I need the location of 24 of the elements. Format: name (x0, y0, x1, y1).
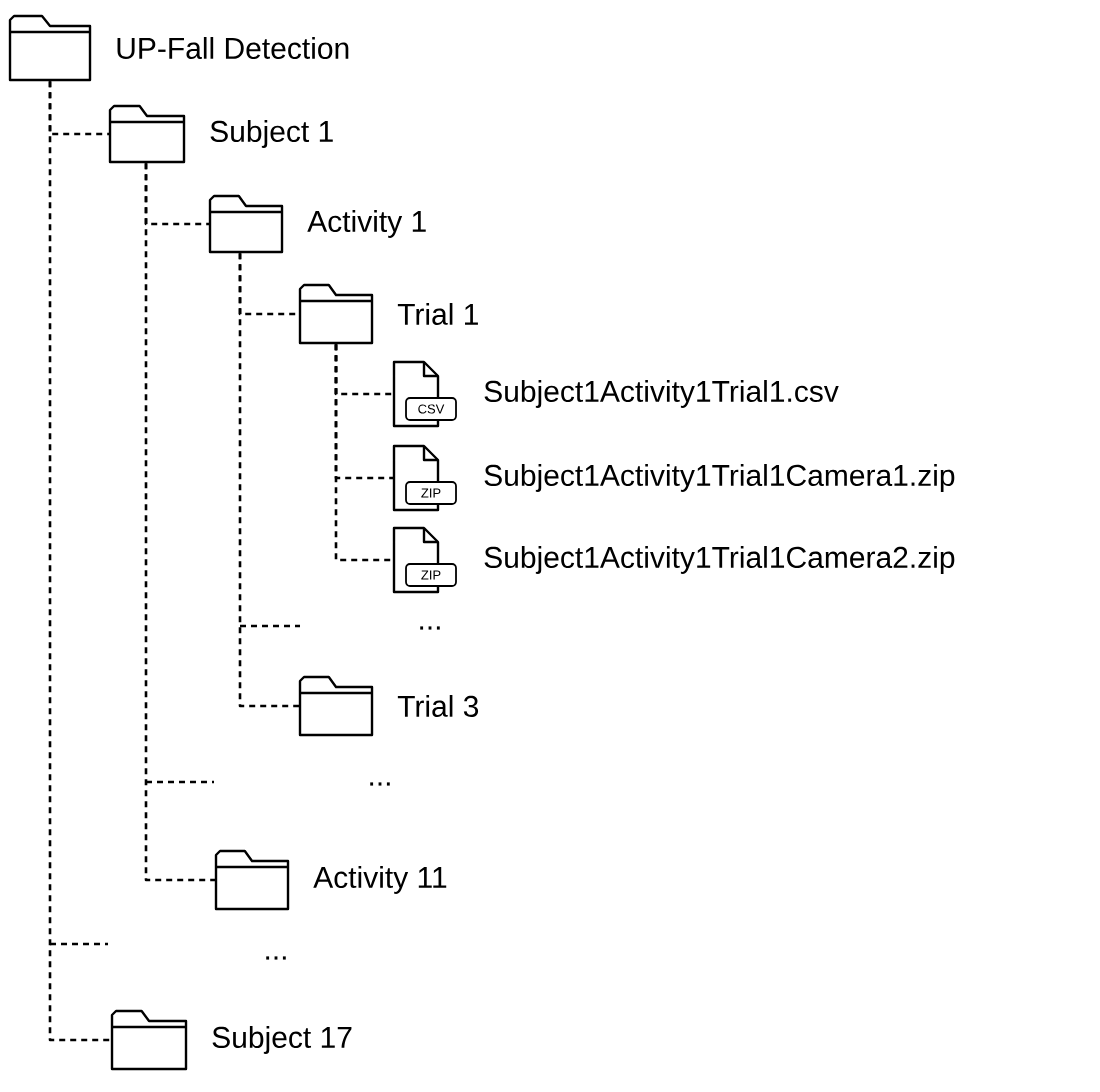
dashed-connector (238, 253, 300, 708)
dashed-connector (144, 163, 216, 882)
dashed-connector (334, 344, 394, 562)
folder-item: Trial 1 (298, 283, 478, 345)
node-label: Subject1Activity1Trial1.csv (484, 380, 839, 408)
node-label: Subject 1 (210, 120, 333, 148)
node-label: Trial 3 (397, 694, 479, 717)
node-label: Subject1Activity1Trial1Camera1.zip (484, 464, 955, 492)
node-label: Subject 17 (212, 1026, 352, 1054)
dashed-connector (48, 81, 112, 1042)
node-label: Trial 1 (397, 302, 478, 325)
ellipsis: ... (420, 626, 440, 630)
folder-item: Trial 3 (298, 675, 479, 737)
ellipsis: ... (370, 782, 390, 786)
node-label: Activity 11 (313, 866, 447, 894)
folder-item: Activity 1 (208, 194, 426, 254)
folder-item: Subject 1 (108, 104, 333, 164)
folder-item: Subject 17 (110, 1009, 352, 1071)
node-label: Subject1Activity1Trial1Camera2.zip (484, 546, 955, 574)
ellipsis: ... (266, 956, 286, 960)
node-label: Activity 1 (307, 210, 426, 238)
folder-item: UP-Fall Detection (8, 14, 349, 82)
folder-item: Activity 11 (214, 849, 447, 911)
node-label: UP-Fall Detection (117, 36, 349, 59)
